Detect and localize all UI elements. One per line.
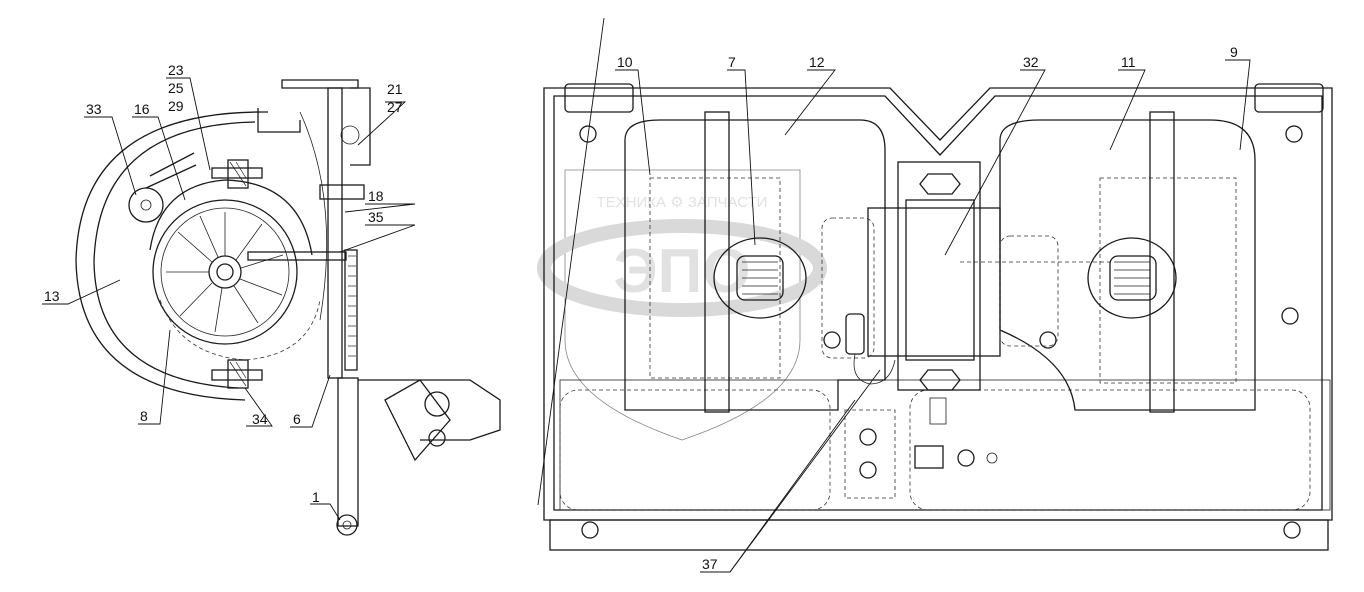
callout-16: 16	[134, 101, 150, 117]
callout-23: 23	[168, 62, 184, 78]
callout-11: 11	[1121, 54, 1136, 70]
callout-leaders	[42, 59, 1251, 573]
callout-29: 29	[168, 98, 184, 114]
callout-9: 9	[1230, 44, 1238, 60]
callout-7: 7	[728, 54, 736, 70]
callout-37: 37	[702, 556, 718, 572]
callout-1: 1	[312, 489, 320, 505]
impeller-blades	[166, 212, 284, 333]
callout-33: 33	[86, 101, 102, 117]
callout-12: 12	[809, 54, 825, 70]
callout-34: 34	[252, 411, 268, 427]
callout-32: 32	[1023, 54, 1039, 70]
callout-21: 21	[387, 81, 403, 97]
front-view	[543, 83, 1333, 551]
callout-10: 10	[617, 54, 633, 70]
callout-13: 13	[44, 288, 60, 304]
callout-18: 18	[368, 188, 384, 204]
callout-27: 27	[387, 99, 403, 115]
callout-6: 6	[293, 411, 301, 427]
callout-8: 8	[140, 408, 148, 424]
callout-35: 35	[368, 209, 384, 225]
callout-25: 25	[168, 80, 184, 96]
watermark: ТЕХНИКА ⚙ ЗАПЧАСТИ ЭПО	[537, 169, 827, 441]
side-view	[75, 79, 501, 536]
watermark-logo-text: ЭПО	[614, 237, 751, 306]
watermark-brand-text: ТЕХНИКА ⚙ ЗАПЧАСТИ	[597, 194, 768, 211]
section-line	[537, 17, 605, 506]
callout-labels: 1 6 7 8 9 10 11 12 13 16 18 21 23 25 27 …	[44, 44, 1238, 572]
